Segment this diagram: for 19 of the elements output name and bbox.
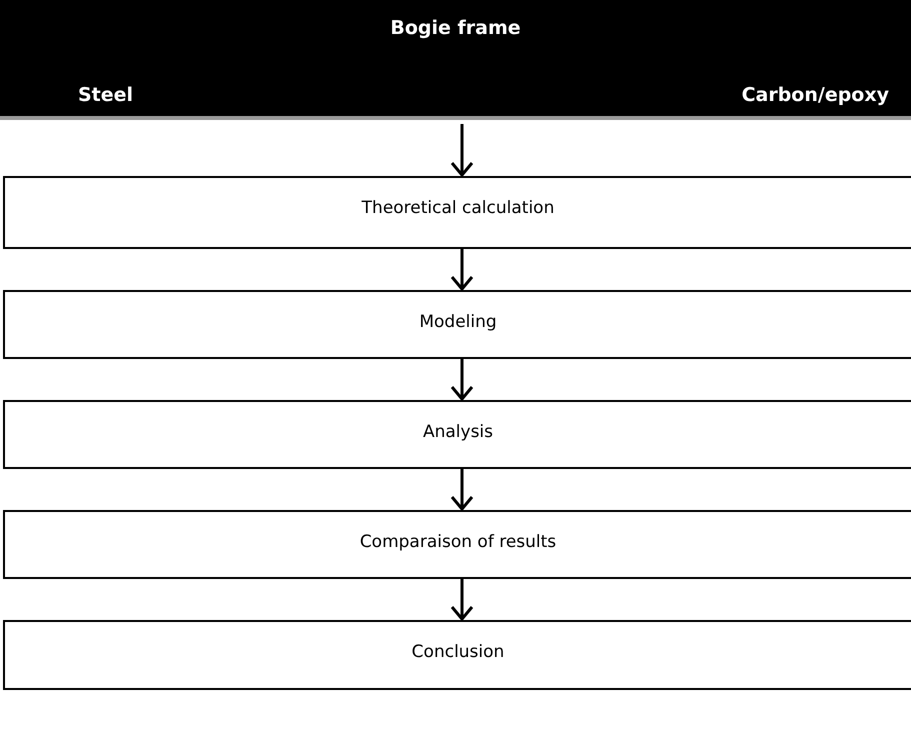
arrow: [450, 124, 474, 176]
step-label: Analysis: [422, 422, 494, 442]
step-label: Conclusion: [412, 642, 504, 662]
process-box: [3, 510, 911, 579]
header-label: Steel: [78, 84, 134, 106]
header-title: Bogie frame: [390, 17, 521, 39]
process-box: [3, 176, 911, 249]
process-box: [3, 290, 911, 359]
process-box: [3, 400, 911, 469]
step-label: Modeling: [419, 312, 497, 332]
step-label: Theoretical calculation: [362, 198, 554, 218]
header-label: Carbon/epoxy: [742, 84, 889, 106]
arrow: [450, 249, 474, 290]
arrow: [450, 579, 474, 620]
process-box: [3, 620, 911, 690]
arrow: [450, 359, 474, 400]
arrow: [450, 469, 474, 510]
step-label: Comparaison of results: [360, 532, 556, 552]
header-bar: [0, 0, 911, 120]
